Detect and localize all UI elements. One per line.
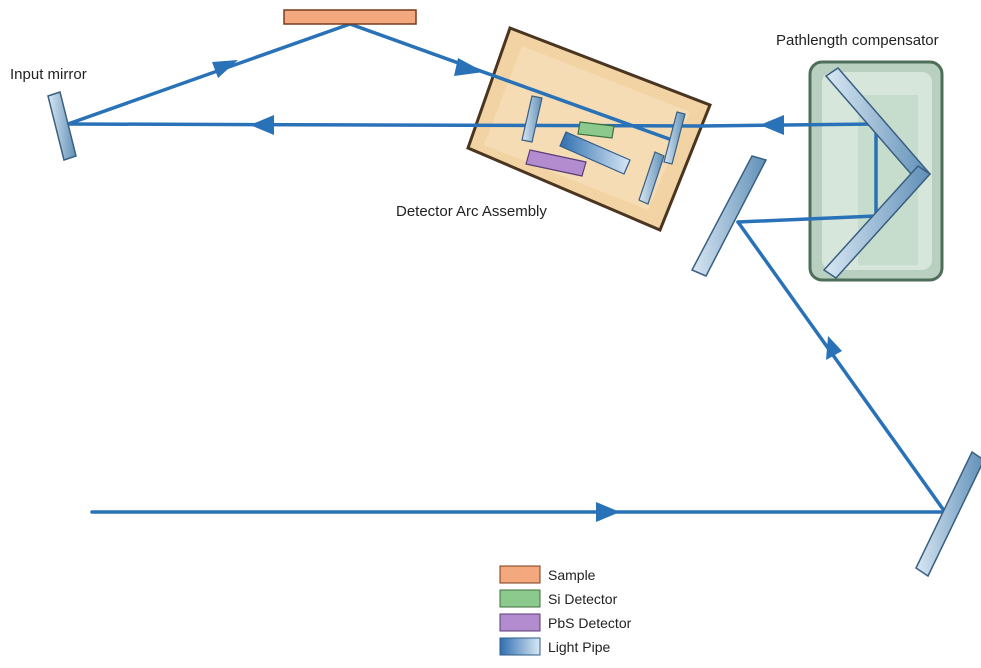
- legend-label-si: Si Detector: [548, 591, 618, 607]
- arrow-upward: [826, 336, 842, 360]
- beam-to-sample: [66, 22, 352, 126]
- arrow-compensator-out: [760, 115, 784, 135]
- pbs-detector: [525, 149, 587, 177]
- legend: Sample Si Detector PbS Detector Light Pi…: [499, 565, 632, 656]
- input-mirror: [47, 91, 77, 161]
- arrow-to-sample: [212, 60, 238, 78]
- arrow-to-input-mirror: [250, 115, 274, 135]
- compensator-mirror-lower: [822, 165, 932, 279]
- pathlength-compensator-label: Pathlength compensator: [776, 32, 939, 49]
- si-detector: [577, 121, 615, 139]
- legend-swatch-pbs: [499, 613, 541, 632]
- detector-arc-assembly-label: Detector Arc Assembly: [396, 203, 547, 220]
- assembly-components: [521, 95, 686, 205]
- legend-swatch-light-pipe: [499, 637, 541, 656]
- fold-mirror-lower: [915, 450, 981, 578]
- assembly-mirror-right: [663, 111, 686, 165]
- beam-arrows: [212, 58, 842, 522]
- beam-into-compensator: [736, 214, 878, 224]
- beam-to-fold-mirror: [736, 220, 947, 514]
- legend-swatch-sample: [499, 565, 541, 584]
- legend-label-pbs: PbS Detector: [548, 615, 632, 631]
- assembly-mirror-lower: [638, 151, 665, 205]
- input-mirror-label: Input mirror: [10, 66, 87, 83]
- beam-from-sample: [348, 22, 674, 142]
- arrow-incoming: [596, 502, 620, 522]
- assembly-mirror-left: [521, 95, 543, 143]
- fold-mirror-upper: [690, 155, 768, 277]
- legend-label-sample: Sample: [548, 567, 596, 583]
- legend-swatch-si: [499, 589, 541, 608]
- legend-label-light-pipe: Light Pipe: [548, 639, 610, 655]
- mirrors: [47, 67, 981, 578]
- sample-plate: [283, 9, 417, 25]
- light-pipe: [559, 131, 631, 175]
- arrow-from-sample: [454, 58, 484, 76]
